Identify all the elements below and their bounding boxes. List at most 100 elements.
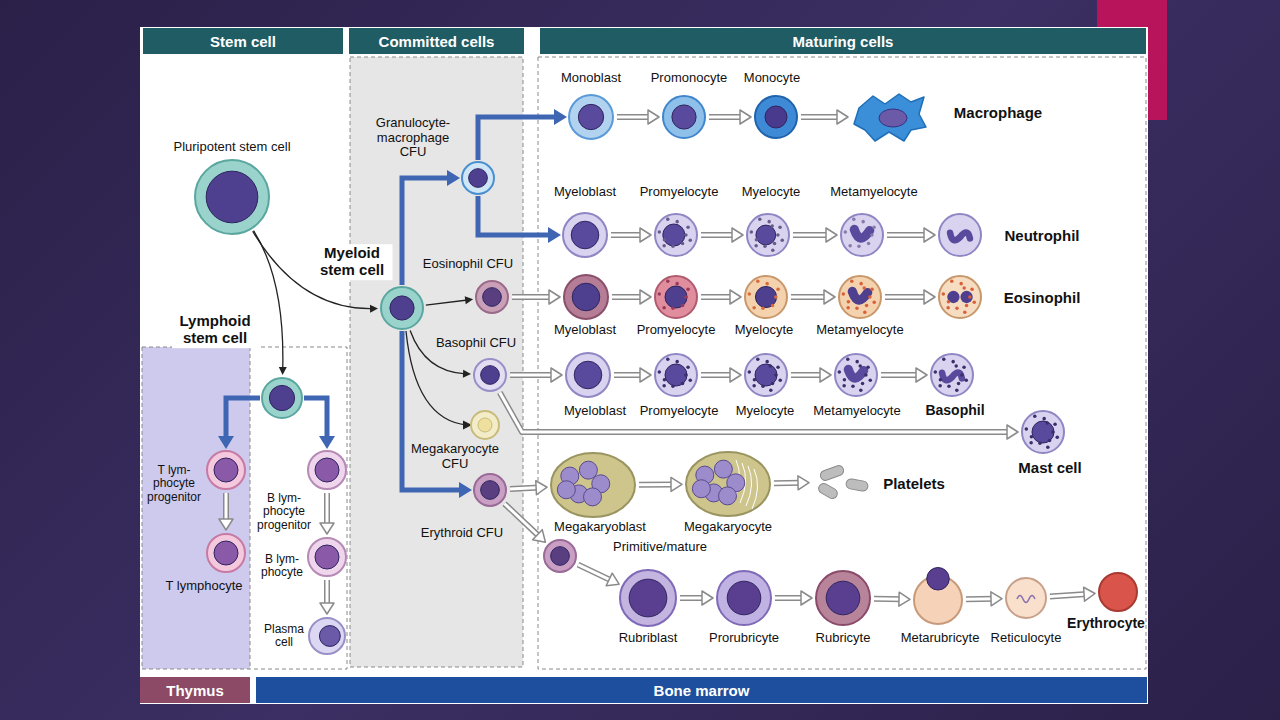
arrow-heads <box>320 603 334 614</box>
blood-cell: Prorubricyte <box>716 570 772 626</box>
granule <box>951 360 955 364</box>
connector-outline <box>791 372 823 378</box>
arrow-heads <box>730 368 741 382</box>
granule <box>855 360 859 364</box>
cell-label: Myeloblast <box>554 323 616 338</box>
granule <box>662 306 666 310</box>
cell-nucleus <box>960 291 972 303</box>
maturing-panel <box>538 57 1146 669</box>
granule <box>671 307 675 311</box>
arrow-head <box>640 368 651 382</box>
cell-body <box>816 571 870 625</box>
granule <box>868 295 872 299</box>
arrow-heads <box>826 228 837 242</box>
connector <box>881 368 927 382</box>
granule <box>769 389 773 393</box>
connector <box>510 481 547 495</box>
connector-line <box>226 398 260 440</box>
cell-shape <box>307 537 347 577</box>
cell-label: Myelocyte <box>736 404 795 419</box>
progenitor-cell <box>471 411 499 439</box>
granule <box>748 370 752 374</box>
granule <box>758 217 762 221</box>
granule <box>850 279 854 283</box>
granule <box>681 304 685 308</box>
cell-label: Erythrocyte <box>1067 616 1145 632</box>
cell-label: Granulocyte- macrophage CFU <box>367 116 459 160</box>
arrow-head <box>551 368 562 382</box>
granule <box>861 220 865 224</box>
cell-nucleus <box>206 171 258 223</box>
cell-label: Metamyelocyte <box>813 404 900 419</box>
arrow-heads <box>798 476 809 490</box>
granule <box>1025 427 1029 431</box>
arrow-heads <box>319 436 335 449</box>
granule <box>962 366 966 370</box>
arrow-heads <box>536 481 547 495</box>
cell-nucleus <box>879 109 907 127</box>
blood-cell: Metamyelocyte <box>838 275 882 319</box>
connector <box>510 368 562 382</box>
granule <box>684 233 688 237</box>
granule <box>658 370 662 374</box>
granule <box>778 226 782 230</box>
cell-nucleus <box>629 579 667 617</box>
cell-shape <box>938 213 982 257</box>
cell-body <box>474 474 506 506</box>
connector-core <box>801 116 840 119</box>
granule <box>855 307 859 311</box>
blood-cell: Plasma cell <box>308 617 346 655</box>
nucleus-lobe <box>714 460 732 478</box>
cell-nucleus <box>469 169 488 188</box>
slide-panel <box>140 27 1148 704</box>
granule <box>681 242 685 246</box>
cell-body <box>1006 578 1046 618</box>
arrow-head <box>219 519 233 530</box>
arrow-head <box>447 170 460 186</box>
blood-cell: Metamyelocyte <box>834 353 878 397</box>
blood-cell: Erythrocyte <box>1098 572 1138 612</box>
cell-label: Mast cell <box>1018 460 1081 477</box>
granule <box>1042 417 1046 421</box>
cell-shape <box>461 161 495 195</box>
cell-body <box>747 214 789 256</box>
granule <box>848 244 852 248</box>
granule <box>671 385 675 389</box>
arrow-heads <box>447 170 460 186</box>
cell-nucleus <box>947 291 959 303</box>
connector <box>801 110 848 124</box>
arrow-head <box>924 290 935 304</box>
cell-label: Pluripotent stem cell <box>173 140 290 155</box>
nucleus-lobe <box>692 480 710 498</box>
cell-label: Promyelocyte <box>640 185 719 200</box>
cell-shape <box>473 358 507 392</box>
cell-label: T lym- phocyte progenitor <box>144 464 204 504</box>
granule <box>957 382 961 386</box>
arrow-heads <box>219 519 233 530</box>
cell-shape <box>307 450 347 490</box>
connector-core <box>774 481 801 484</box>
blood-cell: Myeloblast <box>563 274 609 320</box>
granule <box>852 217 856 221</box>
connector-core <box>617 116 651 119</box>
cell-body <box>262 378 302 418</box>
connector <box>874 592 910 606</box>
cell-body <box>663 96 705 138</box>
granule <box>774 373 778 377</box>
arrow-head <box>798 476 809 490</box>
connector-line <box>478 196 552 235</box>
arrow-heads <box>899 592 910 606</box>
macrophage-cell: Macrophage <box>851 90 929 144</box>
granule <box>765 282 769 286</box>
granule <box>939 378 943 382</box>
granule <box>1029 441 1033 445</box>
blood-cell: Rubriblast <box>619 569 677 627</box>
nucleus-lobe <box>579 461 597 479</box>
connector-outline <box>614 372 643 378</box>
connector-core <box>791 374 823 377</box>
arrow-heads <box>730 290 741 304</box>
granule <box>750 230 754 234</box>
cell-nucleus <box>214 541 238 565</box>
section-band: Maturing cells <box>540 28 1146 54</box>
nucleus-lobe <box>719 487 737 505</box>
